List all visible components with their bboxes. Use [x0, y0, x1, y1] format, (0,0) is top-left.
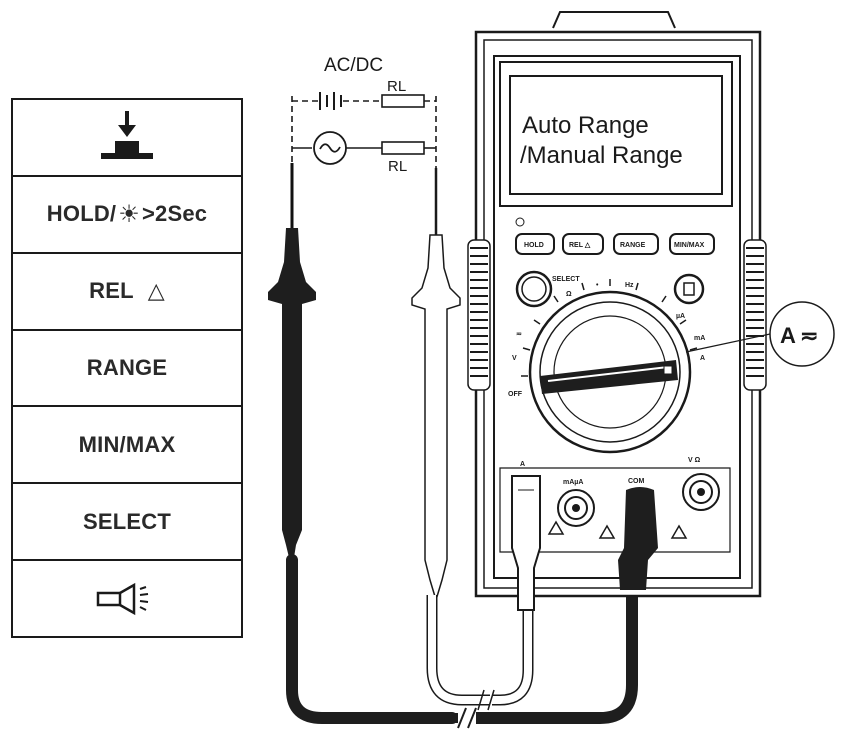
callout-symbol: ≂	[800, 323, 818, 348]
svg-text:OFF: OFF	[508, 391, 523, 398]
delta-icon: △	[147, 278, 165, 304]
svg-text:V Ω: V Ω	[688, 457, 701, 464]
meter-hold-button[interactable]	[515, 233, 555, 255]
white-test-lead	[411, 168, 534, 711]
legend-hold-label: HOLD/	[46, 201, 117, 227]
meter-range-button[interactable]	[613, 233, 659, 255]
left-grip	[467, 239, 491, 391]
meter-range-label: RANGE	[620, 242, 646, 249]
jack-v-ohm[interactable]	[682, 473, 720, 511]
svg-text:Hz: Hz	[625, 282, 634, 289]
jack-ma-label: mAµA	[563, 479, 583, 486]
button-legend-table: HOLD/ ☀ >2Sec REL △ RANGE MIN/MAX SELECT	[11, 98, 243, 638]
legend-row-minmax: MIN/MAX	[13, 407, 241, 485]
display-line-2: /Manual Range	[520, 142, 683, 169]
legend-select-label: SELECT	[83, 508, 171, 534]
warning-icon	[670, 524, 688, 539]
circuit-title: AC/DC	[324, 55, 383, 76]
legend-hold-duration: >2Sec	[141, 201, 208, 227]
ac-source-icon	[313, 131, 347, 165]
load-label-top: RL	[387, 78, 406, 95]
black-plug	[618, 487, 658, 590]
multimeter: Auto Range /Manual Range HOLD REL △ RANG…	[467, 11, 767, 611]
flashlight-icon	[96, 582, 149, 615]
legend-rel-label: REL	[89, 278, 134, 304]
legend-row-hold: HOLD/ ☀ >2Sec	[13, 177, 241, 254]
warning-icon	[598, 524, 616, 539]
right-grip	[743, 239, 767, 391]
battery-icon	[319, 92, 342, 110]
input-jacks: A mAµA COM V Ω	[499, 457, 731, 553]
load-label-bottom: RL	[388, 158, 407, 175]
svg-text:A: A	[700, 355, 705, 362]
meter-select-label: SELECT	[552, 276, 580, 283]
jack-a-label: A	[520, 461, 525, 468]
white-plug	[511, 475, 541, 611]
svg-text:Ω: Ω	[566, 291, 572, 298]
meter-light-button[interactable]	[673, 273, 705, 305]
jack-com-label: COM	[628, 478, 645, 485]
load-resistor-bottom	[381, 141, 425, 155]
legend-row-hold-press	[13, 100, 241, 177]
svg-text:•: •	[596, 282, 599, 289]
meter-hold-label: HOLD	[524, 242, 544, 249]
display-line-1: Auto Range	[522, 112, 649, 139]
svg-text:V: V	[512, 355, 517, 362]
hold-press-icon	[101, 111, 153, 160]
load-resistor-top	[381, 94, 425, 108]
jack-ma-ua[interactable]	[557, 489, 595, 527]
backlight-sun-icon: ☀	[118, 200, 140, 228]
legend-row-flashlight	[13, 561, 241, 636]
meter-minmax-label: MIN/MAX	[674, 242, 705, 249]
brand-logo-icon	[515, 217, 525, 227]
legend-row-select: SELECT	[13, 484, 241, 562]
black-test-lead	[268, 163, 638, 729]
meter-rel-button[interactable]	[562, 233, 604, 255]
meter-button-row: HOLD REL △ RANGE MIN/MAX	[515, 233, 715, 255]
legend-row-rel: REL △	[13, 254, 241, 331]
rotary-switch[interactable]: OFF V ≂ Ω • Hz µA mA A	[508, 279, 705, 454]
meter-minmax-button[interactable]	[669, 233, 715, 255]
legend-minmax-label: MIN/MAX	[78, 431, 176, 457]
svg-text:µA: µA	[676, 313, 685, 320]
meter-rel-label: REL △	[569, 242, 591, 249]
svg-text:≂: ≂	[516, 331, 522, 338]
current-mode-callout: A ≂	[685, 301, 835, 367]
svg-text:mA: mA	[694, 335, 705, 342]
lcd-display: Auto Range /Manual Range	[499, 61, 733, 207]
callout-label: A	[780, 323, 796, 348]
legend-range-label: RANGE	[86, 355, 168, 380]
warning-icon	[547, 520, 565, 535]
meter-select-button[interactable]: SELECT	[515, 270, 580, 308]
test-circuit: AC/DC RL RL	[291, 55, 437, 175]
legend-row-range: RANGE	[13, 331, 241, 408]
